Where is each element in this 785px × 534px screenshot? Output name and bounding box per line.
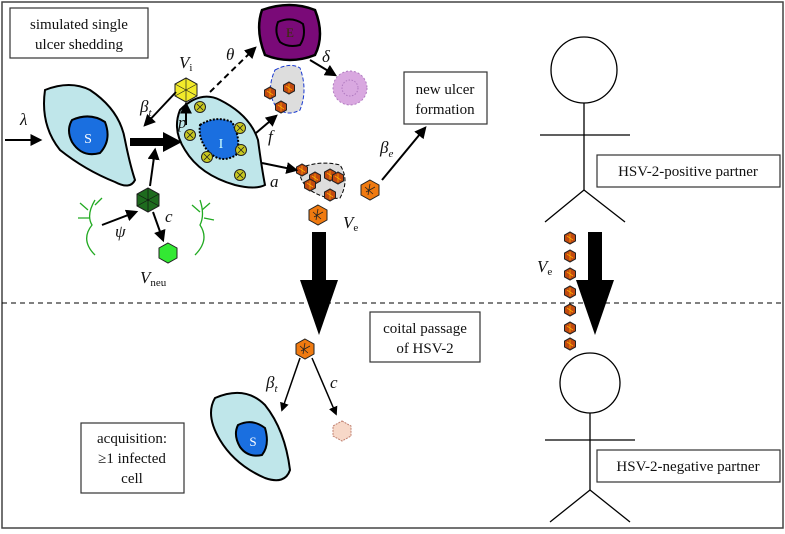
label-beta-t: βt <box>139 97 152 119</box>
label-v-neu: Vneu <box>140 268 167 289</box>
svg-text:HSV-2-positive partner: HSV-2-positive partner <box>618 164 758 180</box>
negative-partner-box: HSV-2-negative partner <box>596 449 781 483</box>
label-beta-e: βe <box>379 138 393 160</box>
new-ulcer-box: new ulcer formation <box>403 71 488 125</box>
acquisition-arrows <box>280 357 338 416</box>
virus-vi <box>174 77 198 103</box>
simulated-shedding-box: simulated single ulcer shedding <box>9 7 149 59</box>
svg-text:of HSV-2: of HSV-2 <box>396 341 453 357</box>
transmission-arrow-right <box>576 232 614 335</box>
arrows <box>5 46 427 243</box>
svg-text:I: I <box>219 137 224 152</box>
virus-ve-2 <box>308 204 328 226</box>
virus-cleared <box>332 420 352 442</box>
susceptible-cell: S <box>43 84 137 187</box>
label-delta: δ <box>322 47 331 66</box>
svg-text:S: S <box>249 434 256 449</box>
virus-ve-1 <box>360 179 380 201</box>
positive-partner-box: HSV-2-positive partner <box>596 154 781 188</box>
svg-text:formation: formation <box>415 102 475 118</box>
transmission-arrow-left <box>300 232 338 335</box>
svg-text:HSV-2-negative partner: HSV-2-negative partner <box>616 459 759 475</box>
infected-cell: I <box>175 95 267 189</box>
svg-text:≥1 infected: ≥1 infected <box>98 451 166 467</box>
svg-text:new ulcer: new ulcer <box>416 82 475 98</box>
shed-virus-column <box>564 231 576 351</box>
label-beta-t-acquisition: βt <box>265 373 278 395</box>
coital-passage-box: coital passage of HSV-2 <box>369 311 481 363</box>
label-theta: θ <box>226 45 234 64</box>
label-p: p <box>177 113 187 132</box>
neuron-left-icon <box>78 197 103 256</box>
svg-text:acquisition:: acquisition: <box>97 431 167 447</box>
virus-cluster <box>296 162 346 202</box>
svg-text:simulated single: simulated single <box>30 17 128 33</box>
effector-cell: E <box>257 3 322 62</box>
svg-text:E: E <box>286 25 294 40</box>
label-lambda: λ <box>19 110 27 129</box>
label-v-e-transmission: Ve <box>537 257 552 278</box>
virus-neuronal <box>136 187 160 213</box>
label-psi: ψ <box>115 222 126 241</box>
acquisition-box: acquisition: ≥1 infected cell <box>80 422 185 494</box>
virus-transmitted <box>295 338 315 360</box>
label-v-i: Vi <box>179 53 192 74</box>
label-a: a <box>270 172 279 191</box>
label-v-e: Ve <box>343 213 358 234</box>
svg-text:ulcer shedding: ulcer shedding <box>35 37 123 53</box>
svg-text:cell: cell <box>121 471 143 487</box>
label-c-clearance: c <box>330 373 338 392</box>
killed-infected-cell <box>264 64 305 114</box>
label-f: f <box>268 127 275 146</box>
label-c: c <box>165 207 173 226</box>
acquired-susceptible-cell: S <box>210 391 292 482</box>
neuron-right-icon <box>191 199 215 256</box>
svg-text:coital passage: coital passage <box>383 321 467 337</box>
negative-partner-figure <box>545 352 635 523</box>
dying-effector-cell <box>332 70 368 106</box>
svg-text:S: S <box>84 132 92 147</box>
virus-neutralized <box>158 242 178 264</box>
positive-partner-figure <box>540 36 630 223</box>
